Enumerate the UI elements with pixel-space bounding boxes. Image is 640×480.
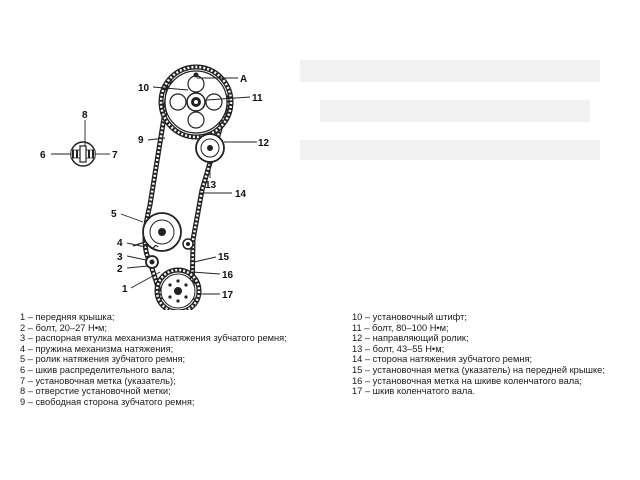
callout-7: 7 bbox=[112, 150, 118, 161]
callout-5: 5 bbox=[111, 209, 117, 220]
callout-3: 3 bbox=[117, 252, 123, 263]
tensioner-pulley bbox=[132, 212, 194, 252]
legend-item-17: 17 – шкив коленчатого вала. bbox=[352, 386, 476, 397]
callout-1: 1 bbox=[122, 284, 128, 295]
legend-item-6: 6 – шкив распределительного вала; bbox=[20, 364, 175, 375]
legend-item-11: 11 – болт, 80–100 Н•м; bbox=[352, 322, 449, 333]
legend-item-15: 15 – установочная метка (указатель) на п… bbox=[352, 364, 605, 375]
callout-2: 2 bbox=[117, 264, 123, 275]
legend-item-12: 12 – направляющий ролик; bbox=[352, 333, 469, 344]
legend-item-2: 2 – болт, 20–27 Н•м; bbox=[20, 322, 107, 333]
background-ghost-text bbox=[300, 60, 600, 160]
legend-left: 1 – передняя крышка; 2 – болт, 20–27 Н•м… bbox=[20, 312, 287, 407]
idler-pulley bbox=[195, 133, 225, 163]
callout-8: 8 bbox=[82, 110, 88, 121]
callout-16: 16 bbox=[222, 270, 234, 281]
legend-item-3: 3 – распорная втулка механизма натяжения… bbox=[20, 333, 287, 344]
leader-lines bbox=[51, 77, 257, 295]
legend-item-4: 4 – пружина механизма натяжения; bbox=[20, 343, 174, 354]
legend-item-1: 1 – передняя крышка; bbox=[20, 312, 115, 322]
callout-a: A bbox=[240, 74, 247, 85]
legend-item-13: 13 – болт, 43–55 Н•м; bbox=[352, 343, 445, 354]
callout-13: 13 bbox=[205, 180, 217, 191]
crankshaft-pulley bbox=[154, 267, 202, 310]
legend-item-8: 8 – отверстие установочной метки; bbox=[20, 386, 171, 397]
legend-item-9: 9 – свободная сторона зубчатого ремня; bbox=[20, 396, 195, 407]
legend-item-14: 14 – сторона натяжения зубчатого ремня; bbox=[352, 354, 533, 365]
callout-15: 15 bbox=[218, 252, 230, 263]
camshaft-pulley bbox=[158, 64, 234, 140]
callout-11: 11 bbox=[252, 93, 263, 104]
callout-17: 17 bbox=[222, 290, 234, 301]
legend-item-10: 10 – установочный штифт; bbox=[352, 312, 467, 322]
callout-9: 9 bbox=[138, 135, 144, 146]
legend-item-16: 16 – установочная метка на шкиве коленча… bbox=[352, 375, 582, 386]
callout-14: 14 bbox=[235, 189, 247, 200]
callout-12: 12 bbox=[258, 138, 270, 149]
callout-6: 6 bbox=[40, 150, 46, 161]
callout-10: 10 bbox=[138, 83, 150, 94]
timing-mark-detail bbox=[70, 141, 96, 167]
legend-item-5: 5 – ролик натяжения зубчатого ремня; bbox=[20, 354, 186, 365]
legend-right: 10 – установочный штифт; 11 – болт, 80–1… bbox=[352, 312, 605, 397]
callout-4: 4 bbox=[117, 238, 123, 249]
tensioner-spring-assembly bbox=[145, 244, 159, 269]
legend-item-7: 7 – установочная метка (указатель); bbox=[20, 375, 176, 386]
timing-belt-diagram: 8 6 7 10 A 11 9 12 13 14 5 4 3 2 1 15 16… bbox=[40, 60, 600, 310]
